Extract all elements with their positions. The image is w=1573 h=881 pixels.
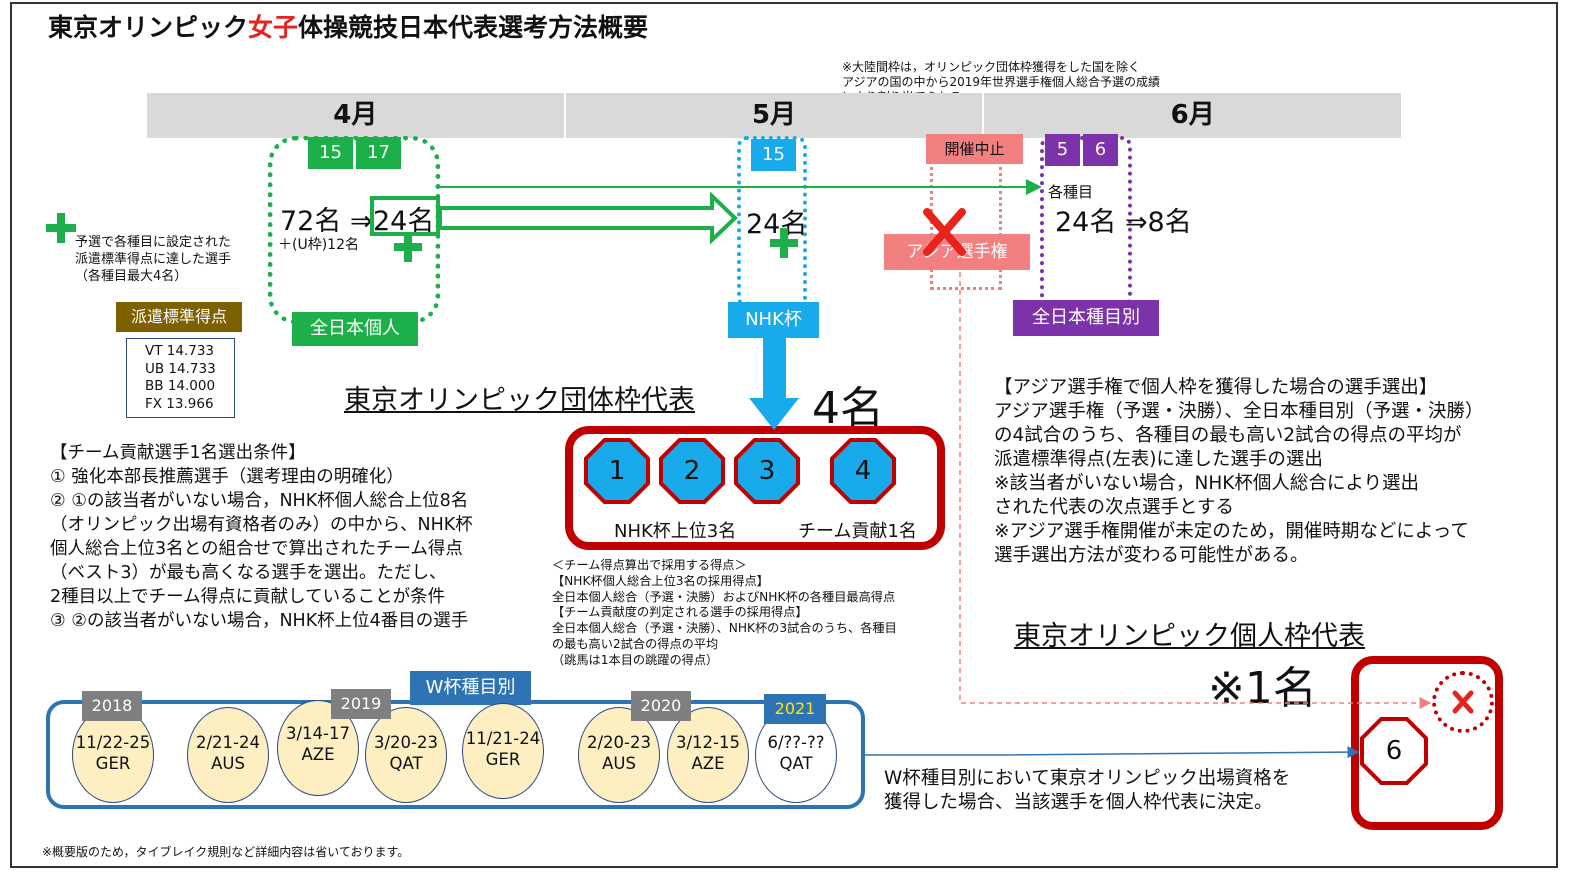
wc-event-place: GER <box>95 754 131 773</box>
asia-cancelled-label: 開催中止 <box>926 134 1023 164</box>
wc-event-date: 6/??-?? <box>767 733 825 752</box>
event-count: 24名 ⇒8名 <box>1055 207 1192 238</box>
team-member-number: 4 <box>834 442 892 500</box>
event-day-5: 5 <box>1045 134 1080 166</box>
asia-slot-circle <box>1432 671 1494 733</box>
team-caption-contribution: チーム貢献1名 <box>798 521 917 542</box>
wc-event-place: AZE <box>691 754 725 773</box>
world-cup-label: W杯種目別 <box>410 671 531 705</box>
dispatch-score-table: VT 14.733 UB 14.733 BB 14.000 FX 13.966 <box>126 338 235 418</box>
individual-box <box>1351 656 1503 830</box>
nhk-count: 24名 <box>746 209 808 240</box>
wc-event-date: 2/20-23 <box>586 733 651 752</box>
plus-icon <box>770 228 798 262</box>
title-part1: 東京オリンピック <box>48 13 249 42</box>
footnote: ※概要版のため，タイブレイク規則など詳細内容は省いております。 <box>42 845 410 859</box>
individual-member-number: 6 <box>1364 721 1424 781</box>
all-japan-day-17: 17 <box>356 137 401 169</box>
event-final-label: 全日本種目別 <box>1013 300 1159 336</box>
individual-member-6: 6 <box>1360 717 1428 785</box>
all-japan-entrants: 72名 ⇒ <box>280 206 373 237</box>
slide-frame <box>10 2 1558 868</box>
team-member-3: 3 <box>734 438 800 504</box>
wc-event-date: 3/14-17 <box>285 724 350 743</box>
wc-event-date: 11/21-24 <box>465 729 541 748</box>
nhk-down-arrow <box>749 337 799 430</box>
plus-note: 予選で各種目に設定された 派遣標準得点に達した選手 （各種目最大4名） <box>75 235 232 284</box>
cancel-x-icon <box>1452 690 1474 714</box>
team-member-2: 2 <box>659 438 725 504</box>
nhk-day-15: 15 <box>751 139 796 171</box>
individual-count: ※1名 <box>1208 663 1317 714</box>
asia-to-individual-connector <box>959 272 1432 709</box>
wc-event-date: 3/12-15 <box>675 733 740 752</box>
all-japan-day-15: 15 <box>308 137 353 169</box>
all-japan-qualifiers: 24名 <box>373 206 435 237</box>
asia-selection-rules: 【アジア選手権で個人枠を獲得した場合の選手選出】 アジア選手権（予選・決勝）、全… <box>994 377 1484 566</box>
world-cup-note: W杯種目別において東京オリンピック出場資格を 獲得した場合、当該選手を個人枠代表… <box>884 768 1291 813</box>
wc-event-place: QAT <box>779 754 813 773</box>
team-member-number: 3 <box>738 442 796 500</box>
all-japan-label: 全日本個人 <box>292 312 418 346</box>
wc-event-place: AUS <box>602 754 636 773</box>
team-contribution-conditions: 【チーム貢献選手1名選出条件】 ① 強化本部長推薦選手（選考理由の明確化） ② … <box>50 443 473 631</box>
title-part3: 体操競技日本代表選考方法概要 <box>298 13 649 42</box>
plus-icon <box>46 213 76 247</box>
month-timeline: 4月 5月 6月 <box>147 93 1401 138</box>
team-box <box>565 426 945 550</box>
page-title: 東京オリンピック女子体操競技日本代表選考方法概要 <box>48 8 648 44</box>
individual-section-title: 東京オリンピック個人枠代表 <box>1014 621 1365 652</box>
wc-event-place: AUS <box>211 754 245 773</box>
cancel-x-icon <box>923 208 966 256</box>
team-member-1: 1 <box>584 438 650 504</box>
wc-year-2019: 2019 <box>331 689 391 719</box>
month-may: 5月 <box>566 93 985 138</box>
wc-event-date: 3/20-23 <box>373 733 438 752</box>
team-score-notes: ＜チーム得点算出で採用する得点＞ 【NHK杯個人総合上位3名の採用得点】 全日本… <box>552 558 897 667</box>
wc-event-place: GER <box>485 750 521 769</box>
team-member-number: 2 <box>663 442 721 500</box>
team-member-number: 1 <box>588 442 646 500</box>
wc-event-date: 2/21-24 <box>195 733 260 752</box>
event-per-apparatus: 各種目 <box>1048 183 1094 201</box>
wc-event-date: 11/22-25 <box>75 733 151 752</box>
wc-event-place: AZE <box>301 745 335 764</box>
team-caption-nhk: NHK杯上位3名 <box>614 521 737 542</box>
wc-year-2018: 2018 <box>82 691 142 721</box>
event-day-6: 6 <box>1083 134 1118 166</box>
team-count: 4名 <box>812 383 884 434</box>
qualify-block-arrow <box>438 191 738 245</box>
u-quota-note: ＋(U枠)12名 <box>278 237 359 253</box>
month-april: 4月 <box>147 93 566 138</box>
plus-icon <box>394 232 422 266</box>
nhk-label: NHK杯 <box>728 302 819 338</box>
team-section-title: 東京オリンピック団体枠代表 <box>344 385 695 416</box>
month-june: 6月 <box>1170 100 1215 130</box>
dispatch-score-label: 派遣標準得点 <box>116 302 242 332</box>
wc-year-2020: 2020 <box>631 691 691 721</box>
wc-event-place: QAT <box>389 754 423 773</box>
world-cup-to-individual-connector <box>865 746 1360 759</box>
wc-year-2021: 2021 <box>764 694 826 724</box>
title-part2: 女子 <box>248 13 299 42</box>
team-member-4: 4 <box>830 438 896 504</box>
